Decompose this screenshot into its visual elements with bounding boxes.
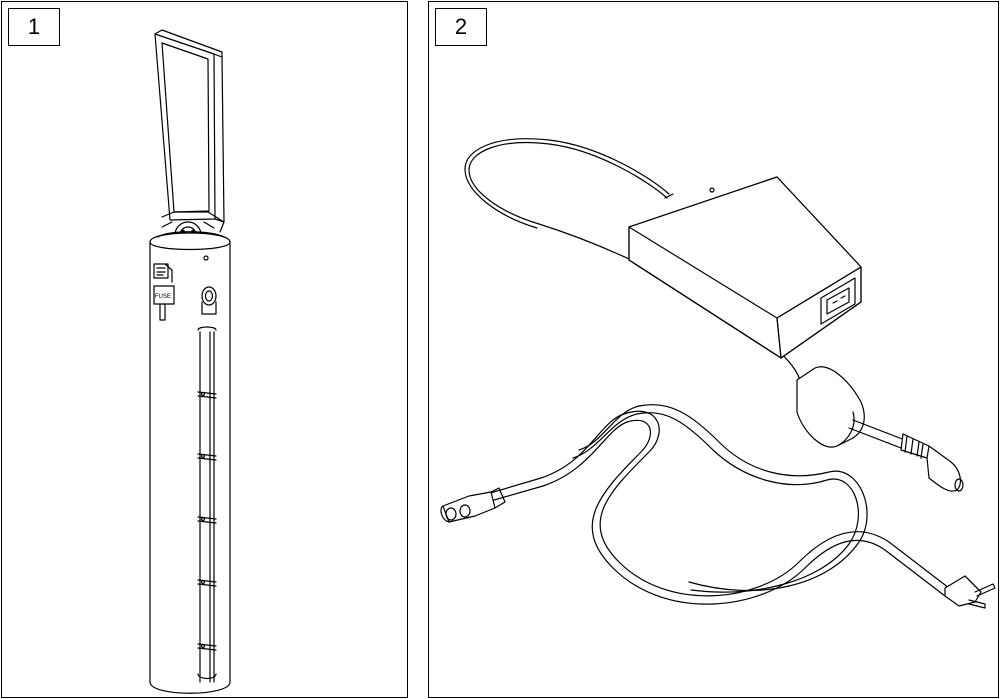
panel-number-2: 2 [435, 8, 487, 46]
panel-1: 1 FUSE [1, 1, 408, 698]
panel-number-1: 1 [8, 8, 60, 46]
panel-2: 2 [428, 1, 999, 698]
power-adapter-icon [440, 138, 996, 609]
fuse-label: FUSE [155, 294, 171, 300]
battery-pack-icon: FUSE [149, 29, 231, 694]
